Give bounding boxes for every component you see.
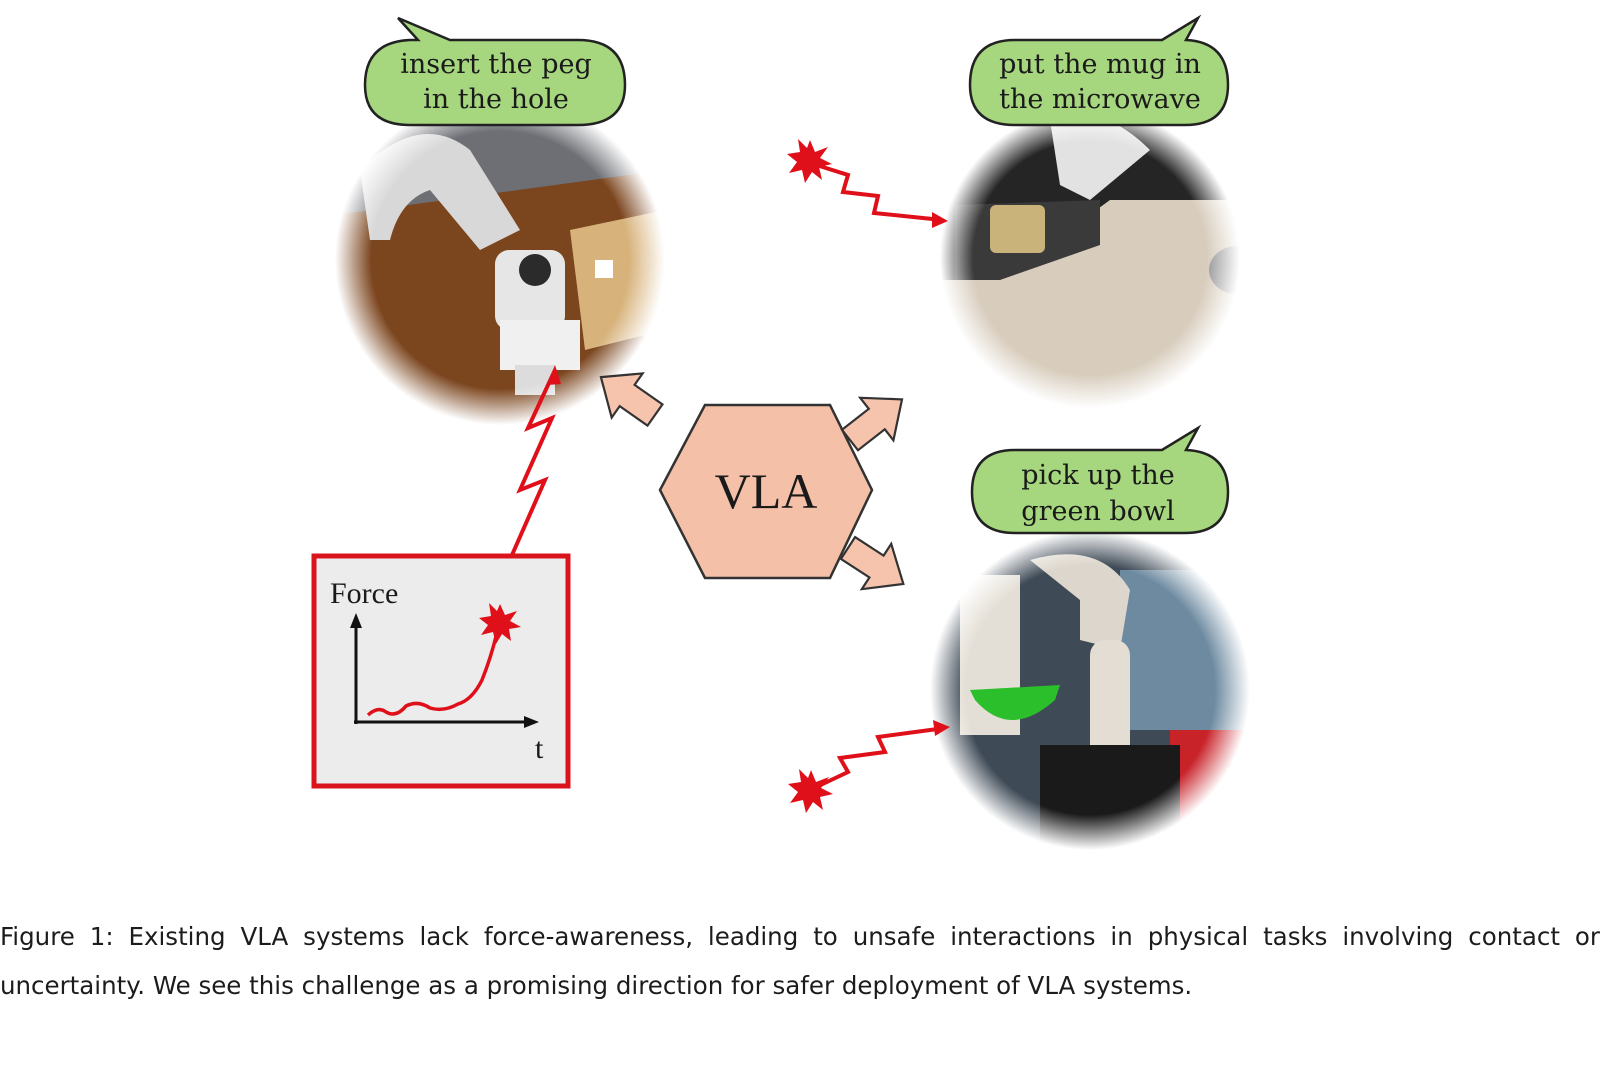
time-axis-label: t — [535, 732, 544, 765]
bubble-bowl: pick up the green bowl — [972, 428, 1228, 533]
lightning-to-mug — [810, 163, 942, 220]
scene-microwave — [925, 105, 1265, 415]
vla-figure: insert the peg in the hole put the mug i… — [0, 0, 1600, 900]
bubble-mug-line2: the microwave — [999, 84, 1201, 115]
force-axis-label: Force — [330, 577, 398, 610]
bubble-peg: insert the peg in the hole — [365, 18, 625, 125]
burst-star-mug-icon — [787, 139, 832, 183]
bubble-peg-line2: in the hole — [423, 84, 569, 115]
vla-hexagon: VLA — [660, 405, 872, 578]
bubble-bowl-line1: pick up the — [1021, 460, 1174, 491]
bubble-mug-line1: put the mug in — [999, 49, 1201, 80]
scene-green-bowl — [920, 525, 1260, 855]
bubble-peg-line1: insert the peg — [400, 49, 592, 80]
figure-caption: Figure 1: Existing VLA systems lack forc… — [0, 912, 1600, 1010]
burst-star-bowl-icon — [788, 769, 833, 813]
force-plot: Force t — [314, 556, 568, 786]
vla-label: VLA — [715, 463, 818, 519]
bubble-bowl-line2: green bowl — [1021, 496, 1174, 527]
bubble-mug: put the mug in the microwave — [970, 18, 1228, 125]
